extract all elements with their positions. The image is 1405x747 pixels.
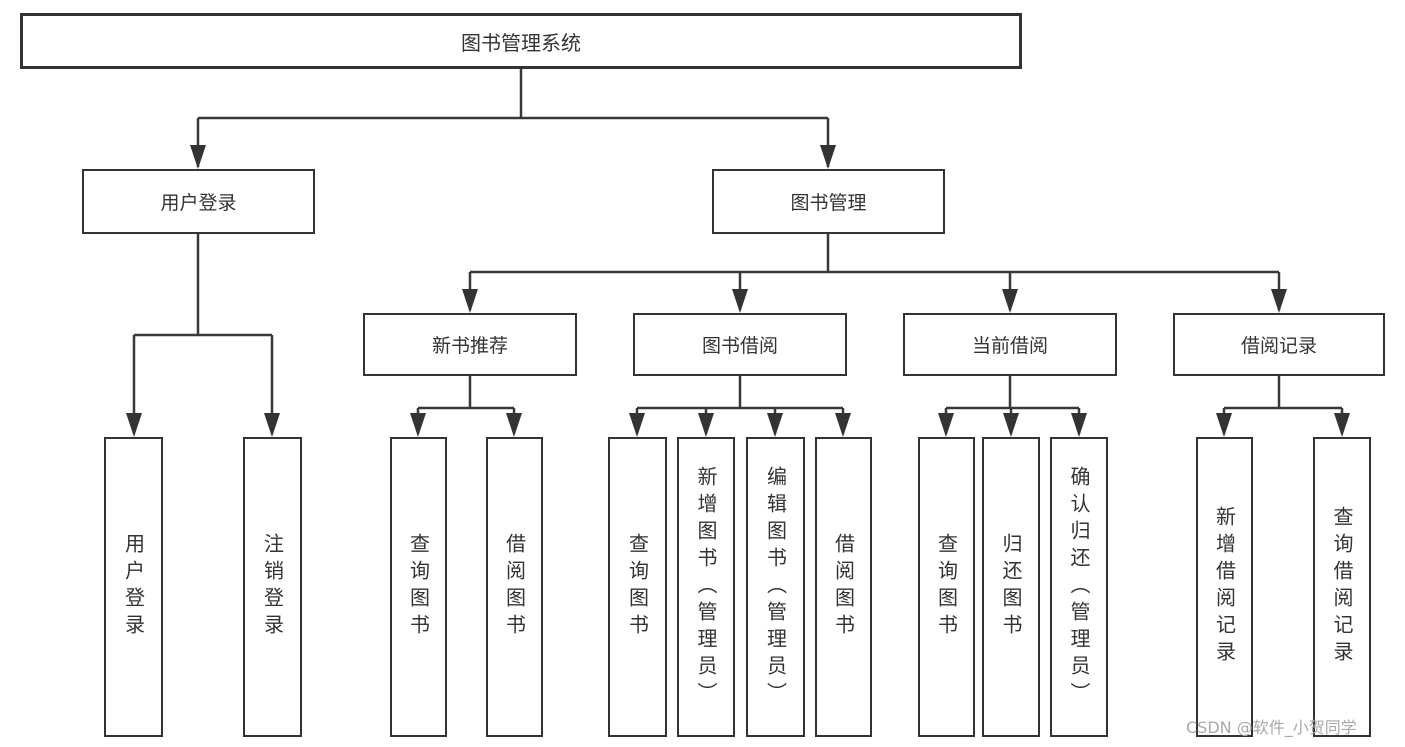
node-label: 查询借阅记录: [1330, 506, 1354, 668]
node-label: 用户登录: [121, 533, 146, 641]
arrowhead-icon: [698, 413, 714, 437]
node-leaf-return-book: 归还图书: [982, 437, 1040, 737]
node-label: 图书管理: [790, 192, 867, 214]
node-leaf-query-book-borrow: 查询图书: [608, 437, 667, 737]
arrowhead-icon: [820, 145, 836, 169]
node-book-borrow: 图书借阅: [633, 313, 847, 376]
arrowhead-icon: [629, 413, 645, 437]
node-label: 用户登录: [160, 192, 237, 214]
arrowhead-icon: [732, 289, 748, 313]
node-book-management-group: 图书管理: [712, 169, 945, 234]
node-label: 确认归还（管理员）: [1067, 465, 1091, 709]
arrowhead-icon: [1334, 413, 1350, 437]
arrowhead-icon: [410, 413, 426, 437]
arrowhead-icon: [190, 145, 206, 169]
node-leaf-query-book-current: 查询图书: [918, 437, 975, 737]
connector-new-book-children: [416, 376, 516, 434]
node-label: 借阅图书: [502, 533, 527, 641]
arrowhead-icon: [126, 413, 142, 437]
node-label: 编辑图书（管理员）: [763, 465, 788, 709]
arrowhead-icon: [835, 413, 851, 437]
arrowhead-icon: [1216, 413, 1232, 437]
arrowhead-icon: [264, 413, 280, 437]
arrowhead-icon: [1002, 289, 1018, 313]
node-root-system: 图书管理系统: [20, 13, 1022, 69]
arrowhead-group: [126, 145, 1350, 437]
arrowhead-icon: [462, 289, 478, 313]
node-label: 图书管理系统: [461, 30, 581, 55]
arrowhead-icon: [1071, 413, 1087, 437]
node-new-book-recommend: 新书推荐: [363, 313, 577, 376]
node-current-borrow: 当前借阅: [903, 313, 1117, 376]
node-label: 注销登录: [260, 533, 285, 641]
arrowhead-icon: [506, 413, 522, 437]
csdn-watermark: CSDN @软件_小贺同学: [1186, 718, 1357, 737]
node-leaf-query-book-recommend: 查询图书: [390, 437, 447, 737]
node-leaf-confirm-return-admin: 确认归还（管理员）: [1050, 437, 1108, 737]
node-leaf-logout: 注销登录: [243, 437, 302, 737]
arrowhead-icon: [1003, 413, 1019, 437]
node-label: 新书推荐: [431, 335, 508, 357]
node-label: 借阅图书: [831, 533, 856, 641]
node-leaf-borrow-book-recommend: 借阅图书: [486, 437, 543, 737]
node-label: 借阅记录: [1240, 335, 1317, 357]
node-label: 图书借阅: [701, 335, 778, 357]
node-leaf-add-book-admin: 新增图书（管理员）: [677, 437, 735, 737]
connector-book-mgmt-children: [468, 234, 1281, 310]
connector-borrow-record-children: [1222, 376, 1344, 434]
node-borrow-record: 借阅记录: [1173, 313, 1385, 376]
node-leaf-edit-book-admin: 编辑图书（管理员）: [746, 437, 805, 737]
node-label: 查询图书: [934, 533, 959, 641]
node-leaf-user-login: 用户登录: [104, 437, 163, 737]
connector-book-borrow-children: [635, 376, 845, 434]
connector-user-login-children: [132, 234, 274, 434]
node-label: 查询图书: [625, 533, 650, 641]
node-label: 查询图书: [406, 533, 431, 641]
node-user-login-group: 用户登录: [82, 169, 315, 234]
node-label: 归还图书: [999, 533, 1023, 641]
arrowhead-icon: [1271, 289, 1287, 313]
node-label: 新增借阅记录: [1212, 506, 1237, 668]
node-label: 当前借阅: [971, 335, 1048, 357]
arrowhead-icon: [938, 413, 954, 437]
node-leaf-query-borrow-record: 查询借阅记录: [1313, 437, 1371, 737]
node-leaf-borrow-book: 借阅图书: [815, 437, 872, 737]
connector-root-to-level2: [196, 69, 830, 167]
node-leaf-add-borrow-record: 新增借阅记录: [1196, 437, 1253, 737]
arrowhead-icon: [767, 413, 783, 437]
node-label: 新增图书（管理员）: [694, 465, 718, 709]
